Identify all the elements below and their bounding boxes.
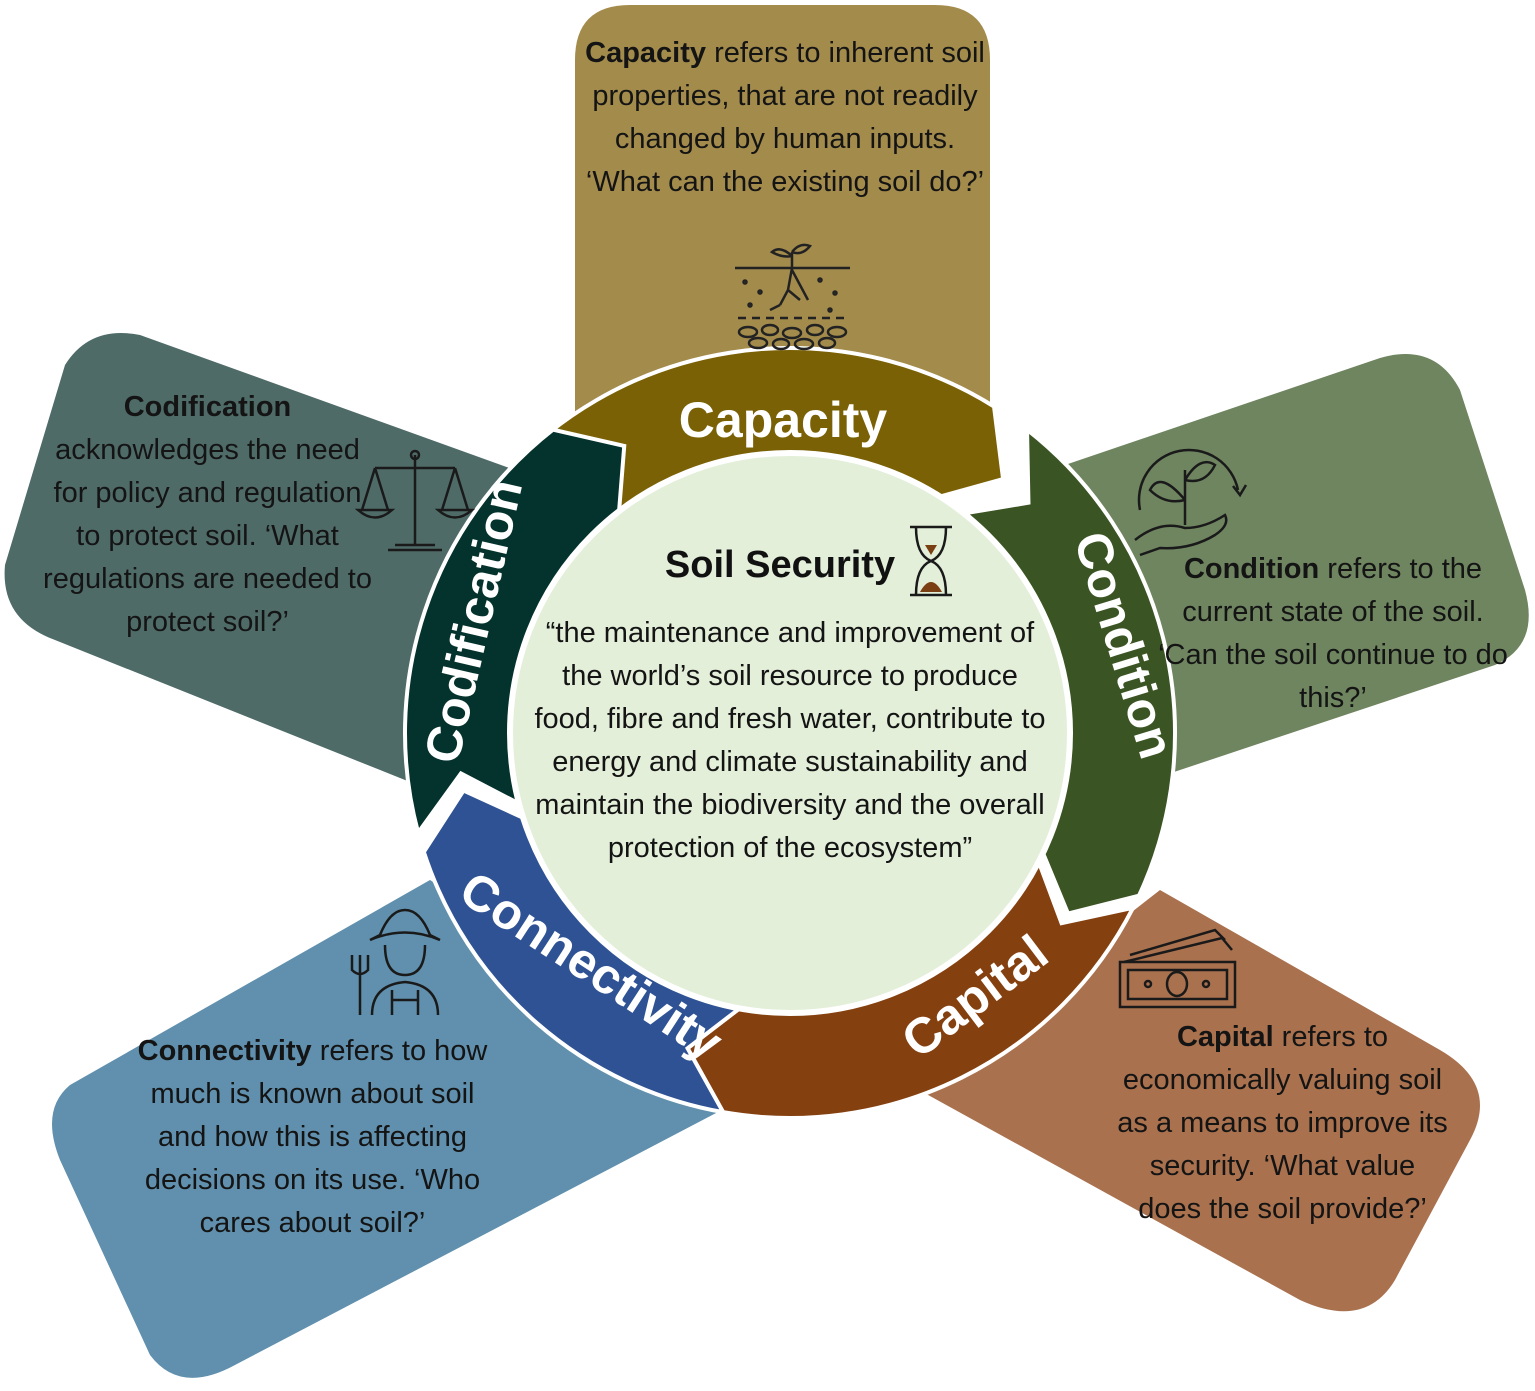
- center-circle: [507, 450, 1073, 1016]
- capacity-term: Capacity: [585, 37, 707, 69]
- banknotes-icon: [1118, 928, 1237, 1009]
- plant-in-hand-icon: [1134, 448, 1248, 557]
- ring-label-capacity: Capacity: [679, 392, 888, 448]
- center-quote: “the maintenance and improvement of the …: [534, 617, 1046, 864]
- capital-term: Capital: [1176, 1021, 1274, 1053]
- farmer-with-pitchfork-icon: [350, 908, 441, 1016]
- connectivity-term: Connectivity: [137, 1035, 312, 1067]
- condition-text: refers to the current state of the soil.…: [1158, 553, 1508, 714]
- connectivity-text: refers to how much is known about soil a…: [144, 1035, 488, 1239]
- capital-description: Capital refers to economically valuing s…: [1115, 1016, 1450, 1231]
- condition-petal: [1065, 354, 1529, 775]
- center-title-text: Soil Security: [664, 544, 896, 586]
- codification-term: Codification: [123, 391, 292, 423]
- capacity-petal: [575, 5, 990, 420]
- capital-text: refers to economically valuing soil as a…: [1117, 1021, 1448, 1225]
- codification-description: Codification acknowledges the need for p…: [40, 386, 375, 644]
- hourglass-icon: [910, 525, 952, 597]
- capacity-description: Capacity refers to inherent soil propert…: [585, 32, 985, 204]
- center-title: Soil Security: [610, 540, 950, 590]
- codification-petal: [4, 333, 515, 790]
- condition-description: Condition refers to the current state of…: [1158, 548, 1508, 720]
- scales-of-justice-icon: [354, 449, 476, 552]
- capacity-text: refers to inherent soil properties, that…: [585, 37, 985, 198]
- codification-text: acknowledges the need for policy and reg…: [43, 434, 372, 638]
- condition-term: Condition: [1183, 553, 1320, 585]
- connectivity-description: Connectivity refers to how much is known…: [125, 1030, 500, 1245]
- seedling-soil-icon: [735, 243, 850, 351]
